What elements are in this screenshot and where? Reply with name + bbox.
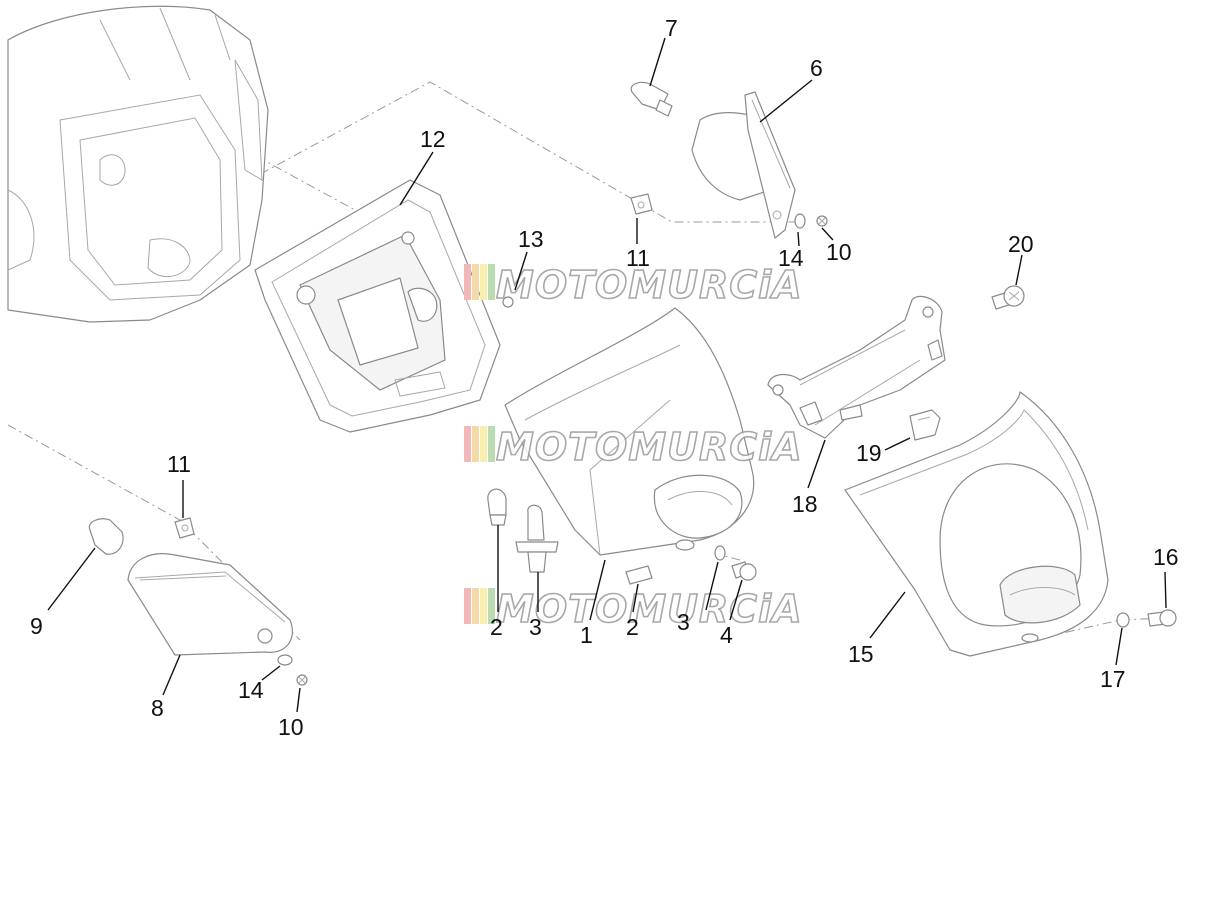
- scooter-rear-body: [7, 5, 269, 323]
- part-clip-11-top: [630, 193, 653, 215]
- callout-14-left: 14: [238, 677, 264, 703]
- callout-12: 12: [420, 126, 446, 152]
- part-screw-10-left: [296, 674, 308, 686]
- part-washer-17: [1116, 612, 1130, 628]
- part-screw-20: [991, 285, 1025, 310]
- callout-14-top: 14: [778, 245, 804, 271]
- part-washer-5: [714, 545, 726, 561]
- part-bulb-7: [630, 81, 673, 117]
- callout-3b: 3: [677, 609, 690, 635]
- callout-1: 1: [580, 622, 593, 648]
- callout-10-left: 10: [278, 714, 304, 740]
- callout-16: 16: [1153, 544, 1179, 570]
- part-tail-lens: [504, 307, 755, 556]
- part-screw-13: [502, 296, 514, 308]
- callout-15: 15: [848, 641, 874, 667]
- part-bulb-3: [515, 504, 559, 573]
- watermark-text: MOTOMURCiA: [496, 587, 803, 631]
- part-tail-cover-15: [844, 391, 1109, 657]
- callout-2b: 2: [626, 614, 639, 640]
- part-screw-10-top: [816, 215, 828, 227]
- part-rear-housing: [254, 179, 501, 433]
- callout-17: 17: [1100, 666, 1126, 692]
- callout-2a: 2: [490, 614, 503, 640]
- callout-9: 9: [30, 613, 43, 639]
- callout-11-top: 11: [626, 245, 650, 271]
- callout-10-top: 10: [826, 239, 852, 265]
- part-washer-14-top: [794, 213, 806, 229]
- watermark-text: MOTOMURCiA: [496, 263, 803, 307]
- part-clip-11-left: [174, 517, 195, 539]
- part-screw-16: [1147, 609, 1177, 627]
- callout-7: 7: [665, 15, 678, 41]
- part-turn-indicator-right: [691, 91, 796, 239]
- callout-8: 8: [151, 695, 164, 721]
- part-bulb-2-small: [625, 565, 653, 585]
- part-washer-14-left: [277, 654, 293, 666]
- part-turn-indicator-left: [127, 553, 293, 656]
- callout-19: 19: [856, 440, 882, 466]
- watermark-1: MOTOMURCiA: [464, 262, 803, 308]
- part-clip-19: [909, 409, 941, 441]
- watermark-2: MOTOMURCiA: [464, 424, 803, 470]
- callout-11-left: 11: [167, 451, 191, 477]
- watermark-3: MOTOMURCiA: [464, 586, 803, 632]
- callout-3a: 3: [529, 614, 542, 640]
- part-bracket-18: [767, 295, 946, 439]
- callout-4: 4: [720, 622, 733, 648]
- callout-18: 18: [792, 491, 818, 517]
- part-bulb-2: [487, 488, 507, 526]
- callout-6: 6: [810, 55, 823, 81]
- watermark-text: MOTOMURCiA: [496, 425, 803, 469]
- callout-13: 13: [518, 226, 544, 252]
- leader-lines: [47, 37, 1167, 713]
- part-bulb-9: [88, 518, 124, 555]
- callout-20: 20: [1008, 231, 1034, 257]
- callout-labels: 7 6 12 13 11 14 10 20 19 18 11 16 9 2 3 …: [30, 15, 1179, 740]
- part-screw-4: [731, 561, 757, 581]
